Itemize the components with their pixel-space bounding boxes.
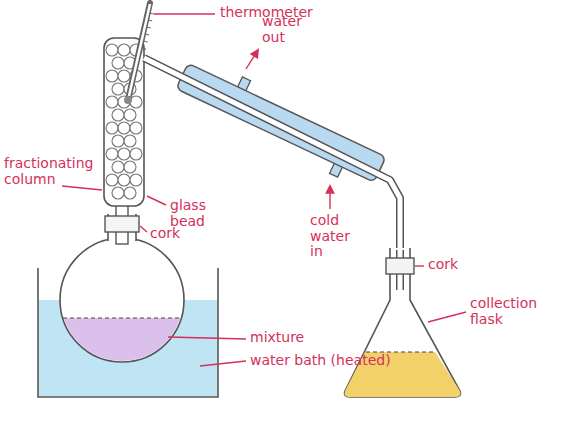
cork	[105, 216, 139, 232]
part-label-box: glass bead	[170, 198, 220, 229]
glass-bead	[112, 161, 124, 173]
part-label-box: water out	[262, 14, 312, 45]
glass-bead	[112, 57, 124, 69]
part-label-box: cork	[428, 257, 478, 273]
part-label-box: mixture	[250, 330, 340, 346]
glass-bead	[118, 44, 130, 56]
liquid-level	[63, 317, 181, 318]
glass-bead	[118, 148, 130, 160]
delivery-tube	[144, 58, 400, 292]
glass-bead	[130, 96, 142, 108]
thermometer-scale	[142, 13, 154, 49]
glass-bead	[112, 83, 124, 95]
glass-bead	[124, 161, 136, 173]
glass-bead	[106, 148, 118, 160]
glass-bead	[112, 109, 124, 121]
glass-bead	[106, 122, 118, 134]
part-label: fractionating column	[4, 156, 102, 187]
leader-lines	[62, 14, 466, 366]
glass-bead	[106, 96, 118, 108]
glass-bead	[130, 148, 142, 160]
part-label-box: fractionating column	[4, 156, 102, 187]
thermometer-bulb	[124, 96, 132, 104]
glass-bead	[124, 187, 136, 199]
part-label: water bath (heated)	[250, 353, 420, 369]
thermometer	[128, 3, 150, 100]
glass-bead	[106, 44, 118, 56]
glass-bead	[130, 174, 142, 186]
mixture-liquid	[55, 318, 195, 368]
part-label: glass bead	[170, 198, 220, 229]
glass-bead	[118, 70, 130, 82]
part-label-box: cork	[150, 226, 200, 242]
part-label: collection flask	[470, 296, 568, 327]
glass-bead	[130, 122, 142, 134]
glass-bead	[106, 174, 118, 186]
part-label: cork	[428, 257, 478, 273]
glass-bead	[112, 187, 124, 199]
part-label: cork	[150, 226, 200, 242]
glass-bead	[118, 122, 130, 134]
part-label-box: collection flask	[470, 296, 568, 327]
glass-bead	[112, 135, 124, 147]
cork	[386, 258, 414, 274]
part-label: mixture	[250, 330, 340, 346]
part-label: water out	[262, 14, 312, 45]
glass-bead	[124, 135, 136, 147]
part-label-box: water bath (heated)	[250, 353, 420, 369]
part-label: cold water in	[310, 213, 364, 260]
part-label-box: cold water in	[310, 213, 364, 260]
glass-bead	[118, 174, 130, 186]
glass-bead	[106, 70, 118, 82]
glass-bead	[124, 109, 136, 121]
